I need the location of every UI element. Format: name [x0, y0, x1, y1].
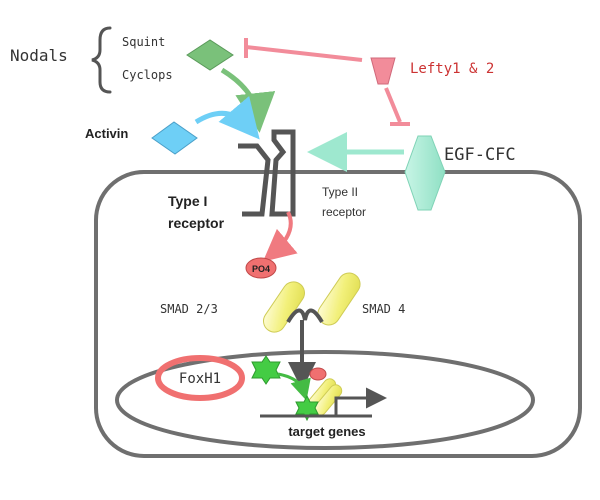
transcription-start-arrow — [334, 387, 387, 416]
cyclops-label: Cyclops — [122, 68, 173, 82]
target-genes-label: target genes — [288, 424, 365, 439]
nodals-brace — [91, 26, 112, 94]
type2-receptor — [269, 129, 296, 217]
po4-label: PO4 — [252, 264, 270, 274]
activin-ligand-diamond — [151, 121, 198, 155]
type1-receptor-label-line1: Type I — [168, 193, 207, 209]
lefty-inhibit-nodal-line — [245, 45, 363, 62]
type2-receptor-label-line2: receptor — [322, 205, 366, 219]
lefty-trapezoid — [370, 57, 396, 85]
smad4-shape — [317, 272, 361, 326]
type1-receptor — [238, 143, 271, 217]
activin-to-receptor-arrow — [194, 95, 260, 140]
smad23-label: SMAD 2/3 — [160, 302, 218, 316]
complex-green-marker — [295, 394, 319, 422]
foxh1-label: FoxH1 — [179, 371, 221, 387]
type1-receptor-label-line2: receptor — [168, 215, 225, 231]
lefty-inhibit-egf-line — [384, 87, 402, 123]
smad-complex-arrow — [286, 308, 324, 324]
type2-receptor-label-line1: Type II — [322, 185, 358, 199]
egf-cfc-label: EGF-CFC — [444, 145, 516, 165]
po4-circle — [245, 257, 277, 279]
foxh1-ring — [155, 355, 245, 401]
foxh1-green-marker — [251, 355, 281, 385]
foxh1-to-target-arrow — [277, 372, 311, 401]
lefty-label: Lefty1 & 2 — [410, 61, 494, 77]
squint-label: Squint — [122, 35, 165, 49]
activin-label: Activin — [85, 126, 128, 141]
egf-cfc-shape — [404, 135, 446, 211]
complex-po4-circle — [309, 367, 327, 381]
cell-membrane — [94, 170, 582, 458]
nodal-ligand-diamond — [186, 39, 234, 71]
nodals-label: Nodals — [10, 46, 68, 65]
nucleus — [115, 350, 535, 450]
phosphorylation-arrow — [262, 211, 298, 262]
nodal-to-receptor-arrow — [220, 67, 276, 133]
smad4-label: SMAD 4 — [362, 302, 405, 316]
